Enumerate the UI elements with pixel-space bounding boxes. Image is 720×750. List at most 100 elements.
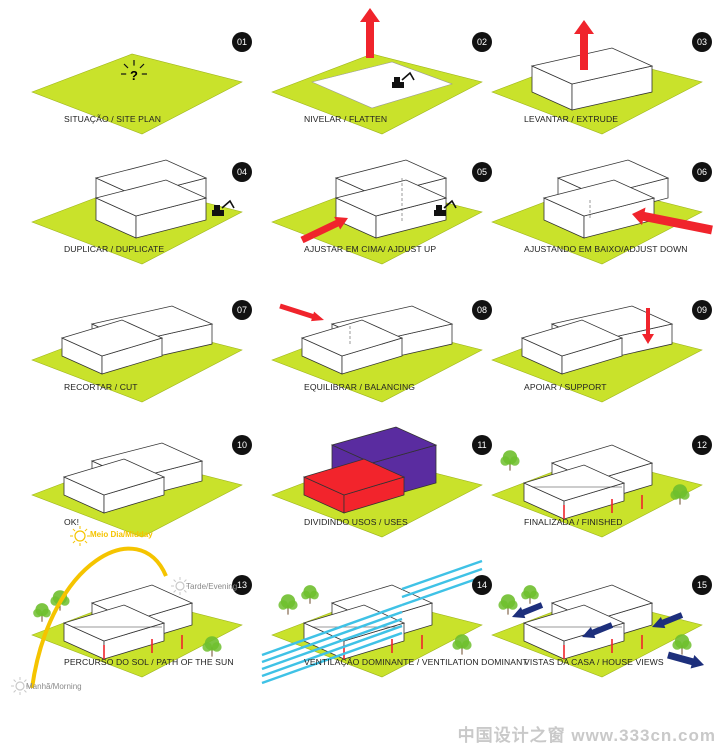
push-arrow-icon <box>279 303 324 322</box>
down-arrow-icon <box>642 308 654 344</box>
step-number-badge: 07 <box>232 300 252 320</box>
push-arrow-icon <box>667 651 704 669</box>
step-caption: RECORTAR / CUT <box>64 382 138 392</box>
sun-label-midday: Meio Dia/Midday <box>90 530 153 539</box>
lower-volume <box>62 458 166 514</box>
step-caption: EQUILIBRAR / BALANCING <box>304 382 416 392</box>
lower-volume <box>520 319 624 375</box>
wind-icon <box>401 567 483 599</box>
step-illustration <box>491 444 703 538</box>
step-illustration <box>271 159 483 265</box>
excavator-icon <box>434 199 457 216</box>
step-illustration <box>271 8 483 135</box>
step-caption: APOIAR / SUPPORT <box>524 382 607 392</box>
tree-icon <box>33 603 51 622</box>
step-illustration <box>31 584 243 678</box>
lower-volume <box>62 604 166 660</box>
terrain-plane <box>31 53 243 135</box>
step-number-badge: 11 <box>472 435 492 455</box>
extruded-volume <box>530 47 654 111</box>
lower-volume <box>542 179 656 239</box>
step-number-badge: 03 <box>692 32 712 52</box>
tree-icon <box>500 450 520 471</box>
step-illustration <box>261 559 483 685</box>
watermark: 中国设计之窗 www.333cn.com <box>457 726 716 745</box>
step-illustration: ? <box>31 53 243 135</box>
step-number-badge: 09 <box>692 300 712 320</box>
step-illustration <box>491 584 704 678</box>
step-number-badge: 06 <box>692 162 712 182</box>
step-illustration <box>31 159 243 265</box>
wind-icon <box>261 603 403 657</box>
step-illustration <box>491 159 713 265</box>
sun-label-evening: Tarde/Evening <box>186 582 238 591</box>
wind-icon <box>261 631 403 685</box>
step-number-badge: 12 <box>692 435 712 455</box>
step-caption: VENTILAÇÃO DOMINANTE / VENTILATION DOMIN… <box>304 657 528 667</box>
push-arrow-icon <box>581 622 614 639</box>
push-arrow-icon <box>300 216 349 244</box>
lower-volume <box>94 179 208 239</box>
push-arrow-icon <box>632 207 713 235</box>
step-number-badge: 13 <box>232 575 252 595</box>
tree-icon <box>521 585 539 604</box>
step-caption: DUPLICAR / DUPLICATE <box>64 244 165 254</box>
wind-icon <box>261 610 403 664</box>
lower-volume <box>334 179 448 239</box>
svg-text:?: ? <box>130 68 138 83</box>
step-caption: DIVIDINDO USOS / USES <box>304 517 408 527</box>
tree-icon <box>672 634 692 655</box>
sun-icon <box>171 577 189 595</box>
step-caption: AJUSTAR EM CIMA/ AJDUST UP <box>304 244 437 254</box>
step-number-badge: 14 <box>472 575 492 595</box>
step-illustration <box>491 305 703 403</box>
flattened-pad <box>311 61 453 109</box>
tree-icon <box>670 484 690 505</box>
excavator-icon <box>392 71 415 88</box>
up-arrow-icon <box>360 8 380 58</box>
step-number-badge: 04 <box>232 162 252 182</box>
step-number-badge: 02 <box>472 32 492 52</box>
push-arrow-icon <box>511 602 544 619</box>
tree-icon <box>498 594 518 615</box>
social-use-volume <box>302 458 406 514</box>
push-arrow-icon <box>651 612 684 629</box>
step-caption: AJUSTANDO EM BAIXO/ADJUST DOWN <box>524 244 688 254</box>
tree-icon <box>452 634 472 655</box>
wind-icon <box>401 559 483 591</box>
step-caption: FINALIZADA / FINISHED <box>524 517 623 527</box>
step-caption: PERCURSO DO SOL / PATH OF THE SUN <box>64 657 234 667</box>
tree-icon <box>278 594 298 615</box>
step-number-badge: 10 <box>232 435 252 455</box>
sun-path-arc <box>30 546 168 689</box>
lower-volume <box>522 464 626 520</box>
tree-icon <box>202 636 222 657</box>
step-number-badge: 05 <box>472 162 492 182</box>
question-mark-icon: ? <box>121 60 147 83</box>
step-number-badge: 08 <box>472 300 492 320</box>
step-caption: LEVANTAR / EXTRUDE <box>524 114 619 124</box>
step-illustration <box>491 20 703 135</box>
step-caption: OK! <box>64 517 80 527</box>
sun-icon <box>70 526 90 546</box>
up-arrow-icon <box>574 20 594 70</box>
step-number-badge: 15 <box>692 575 712 595</box>
step-illustration <box>271 303 483 403</box>
sun-label-morning: Manhã/Morning <box>26 682 82 691</box>
wind-icon <box>261 624 403 678</box>
